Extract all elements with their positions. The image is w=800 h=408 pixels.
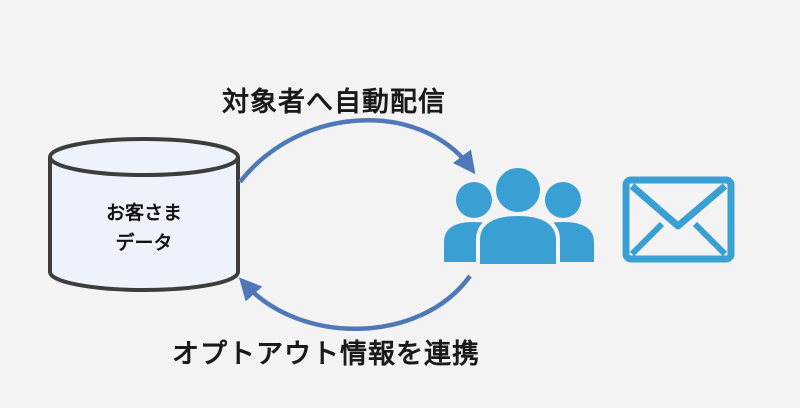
- database-label-line2: データ: [115, 232, 173, 254]
- database-label-line1: お客さま: [105, 202, 182, 224]
- database-label: お客さま データ: [50, 198, 238, 258]
- users-icon: [444, 164, 594, 268]
- bottom-label: オプトアウト情報を連携: [172, 339, 480, 370]
- top-label: 対象者へ自動配信: [222, 87, 446, 118]
- delivery-arrow: [238, 118, 476, 184]
- database-icon: [48, 137, 240, 292]
- opt-out-arrow: [238, 274, 472, 332]
- mail-icon: [622, 176, 735, 263]
